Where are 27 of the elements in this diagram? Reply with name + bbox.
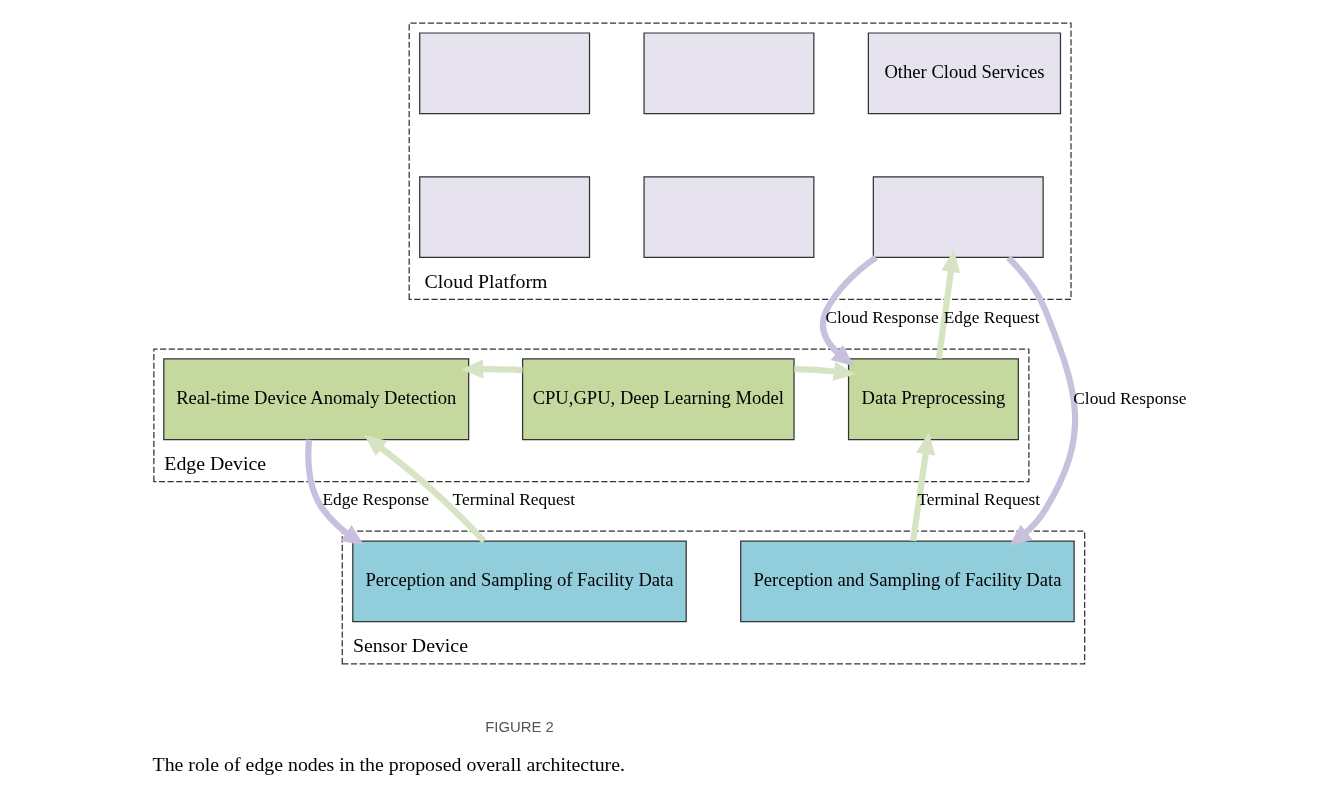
node-box [419,176,591,258]
arrow [1006,255,1078,546]
edge-label: Terminal Request [452,490,576,510]
arrow [461,359,523,379]
arrow [935,250,961,360]
label: FIGURE 2 [485,719,554,736]
node-box: Data Preprocessing [847,358,1019,441]
caption: The role of edge nodes in the proposed overall architecture. [152,753,625,776]
edge-label: Cloud Response [825,308,939,328]
node-box [419,32,591,115]
node-box: Perception and Sampling of Facility Data [740,540,1075,623]
node-box [643,176,815,258]
arrow [305,439,365,546]
node-box: CPU,GPU, Deep Learning Model [521,358,795,441]
edge-label: Terminal Request [917,490,1040,510]
arrow [794,361,856,381]
edge-label: Edge Response [322,490,429,510]
node-box: Perception and Sampling of Facility Data [352,540,687,623]
arrow [364,435,487,544]
arrow [819,254,878,367]
node-box: Other Cloud Services [867,32,1062,115]
node-box [872,176,1044,258]
edge-label: Edge Request [943,308,1040,328]
edge-label: Cloud Response [1073,388,1187,408]
arrow [910,432,936,542]
node-box [643,32,815,115]
node-box: Real-time Device Anomaly Detection [163,358,470,441]
